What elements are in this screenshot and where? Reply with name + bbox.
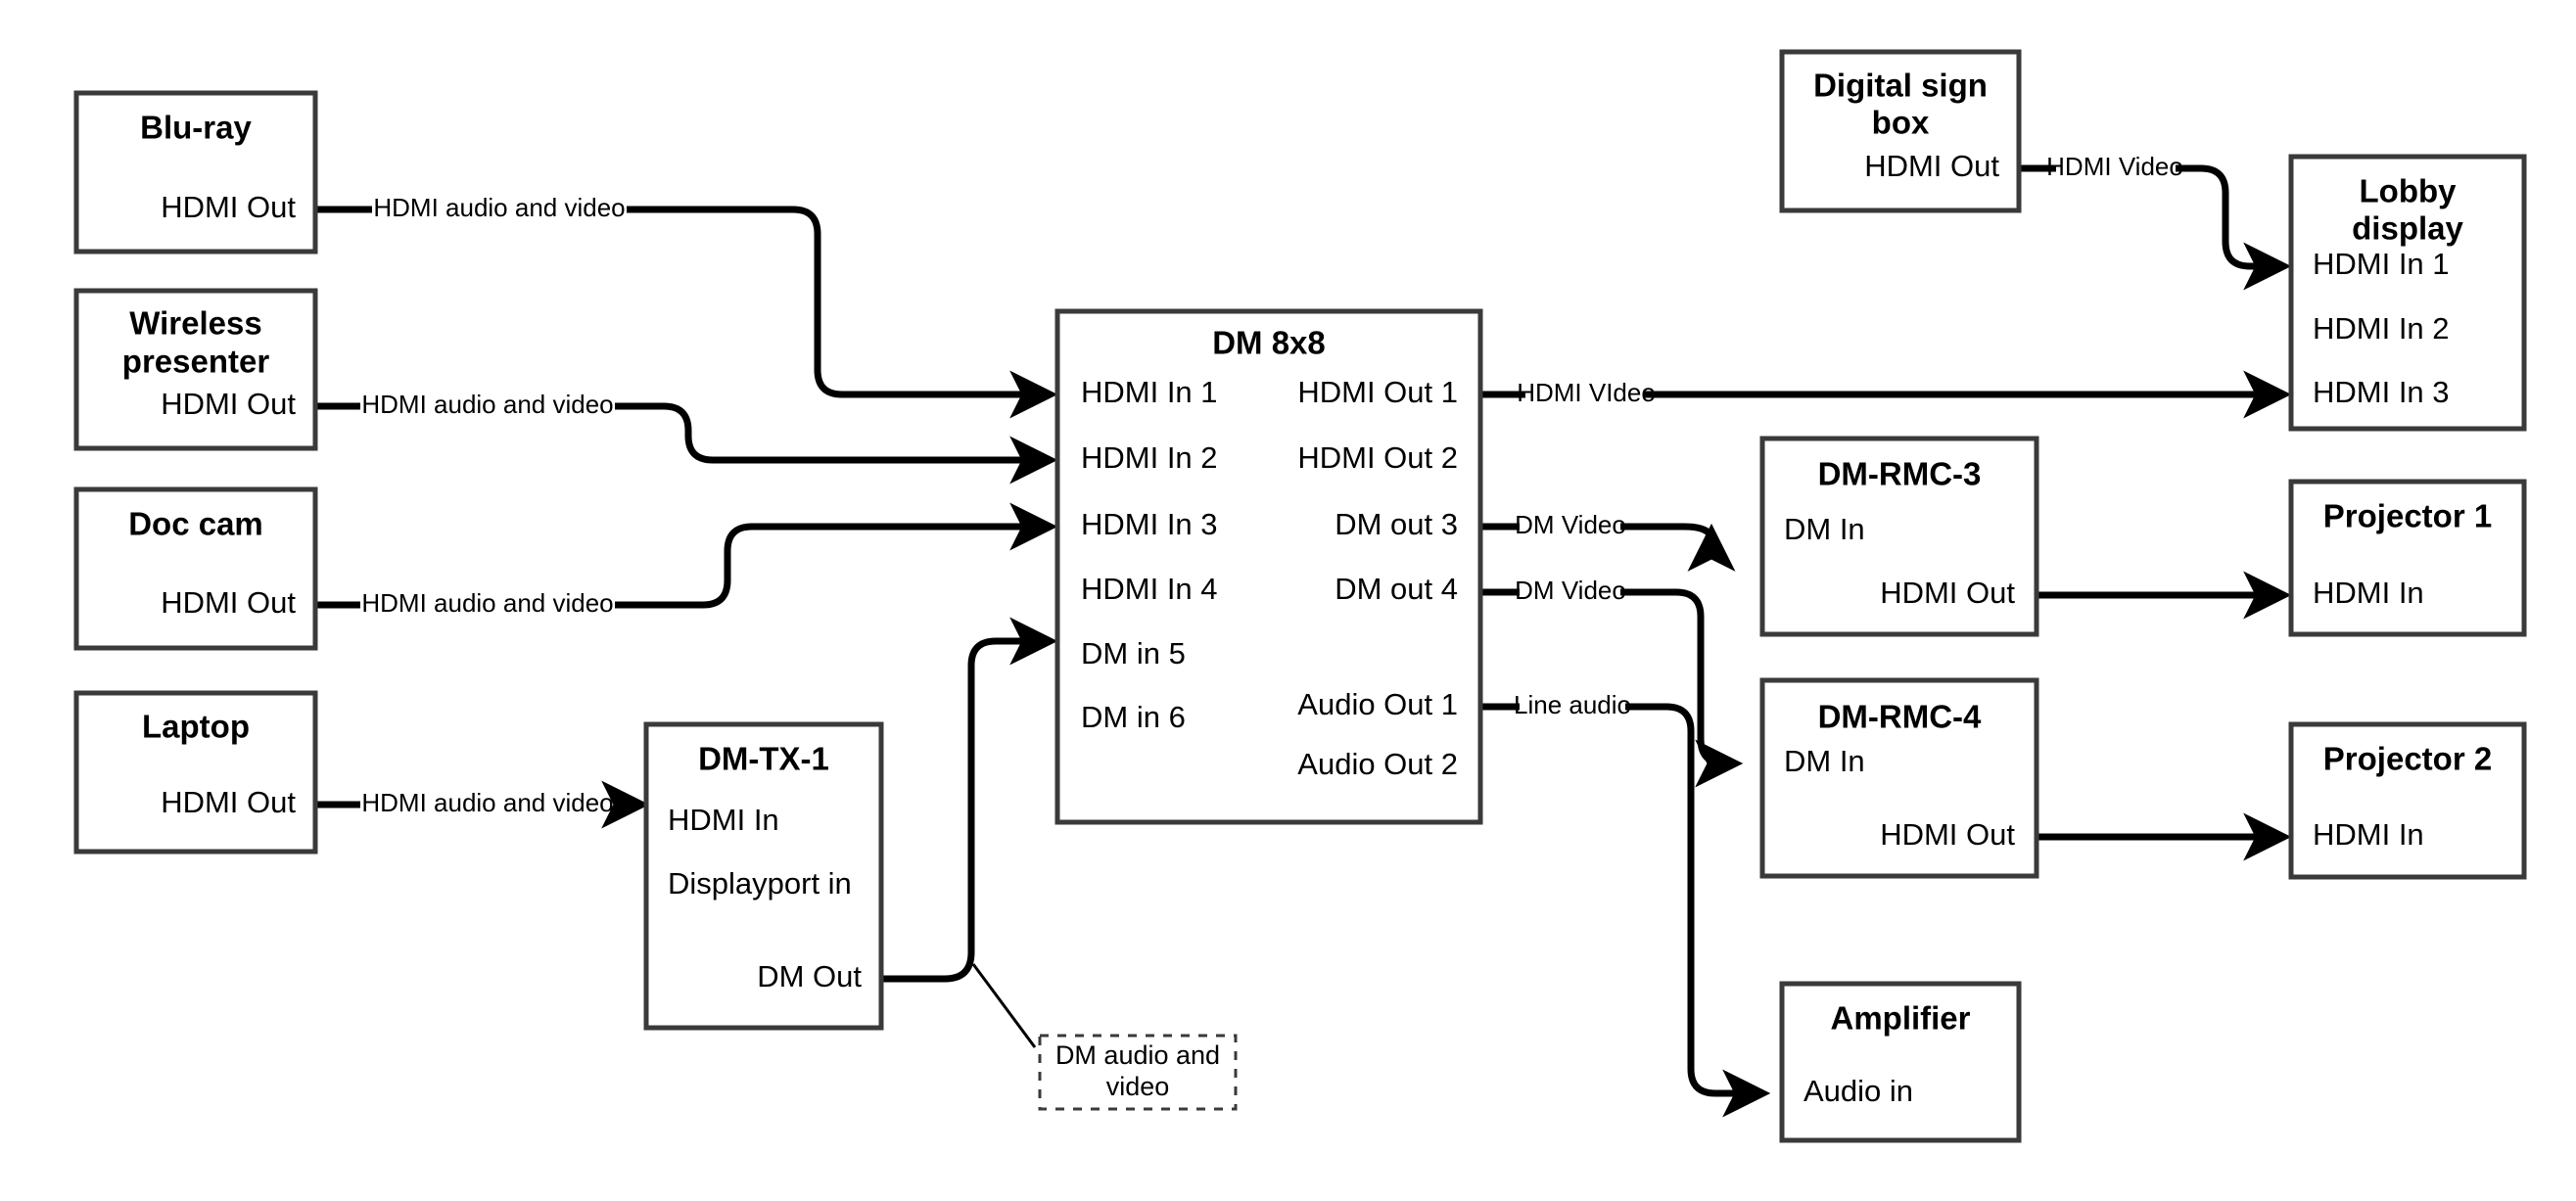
note-dm-audio-video-line-1: DM audio and (1055, 1040, 1220, 1070)
edge-bluray-to-dm8x8: HDMI audio and video (315, 193, 1058, 419)
dm-tx-1-title: DM-TX-1 (698, 741, 829, 777)
projector-1-port-hdmi-in: HDMI In (2313, 576, 2424, 610)
edge-label-dm-video-4: DM Video (1515, 576, 1626, 605)
dm-8x8-title: DM 8x8 (1212, 325, 1326, 361)
note-dm-audio-and-video: DM audio and video (1038, 1034, 1238, 1111)
node-dm-rmc-3[interactable]: DM-RMC-3 DM In HDMI Out (1759, 436, 2039, 637)
projector-2-box[interactable] (2288, 721, 2527, 880)
dm-8x8-port-hdmi-in-2: HDMI In 2 (1081, 440, 1218, 475)
digital-sign-box-box[interactable] (1779, 49, 2022, 213)
lobby-display-port-hdmi-in-1: HDMI In 1 (2313, 247, 2450, 281)
node-blu-ray[interactable]: Blu-ray HDMI Out (73, 90, 318, 254)
edge-label-line-audio: Line audio (1514, 690, 1631, 719)
node-amplifier[interactable]: Amplifier Audio in (1779, 981, 2022, 1143)
dm-8x8-port-audio-out-1: Audio Out 1 (1297, 687, 1458, 721)
wireless-presenter-title-line-1: Wireless (129, 305, 261, 342)
node-dm-rmc-4[interactable]: DM-RMC-4 DM In HDMI Out (1759, 677, 2039, 879)
node-dm-8x8[interactable]: DM 8x8 HDMI In 1 HDMI In 2 HDMI In 3 HDM… (1054, 308, 1483, 825)
edge-dm8x8-to-lobby: HDMI VIdeo (1480, 370, 2292, 419)
edge-label-dsb-hdmi-video: HDMI Video (2046, 152, 2183, 181)
dm-rmc-3-port-dm-in: DM In (1784, 512, 1865, 546)
dm-8x8-port-dm-out-3: DM out 3 (1335, 507, 1458, 541)
note-dm-audio-video-line-2: video (1106, 1072, 1170, 1101)
lobby-display-title-line-1: Lobby (2360, 173, 2458, 209)
edge-doccam-to-dm8x8: HDMI audio and video (315, 502, 1058, 618)
node-doc-cam[interactable]: Doc cam HDMI Out (73, 486, 318, 651)
digital-sign-box-title-line-2: box (1872, 105, 1930, 141)
node-digital-sign-box[interactable]: Digital sign box HDMI Out (1779, 49, 2022, 213)
amplifier-port-audio-in: Audio in (1803, 1074, 1913, 1108)
dm-8x8-port-dm-out-4: DM out 4 (1335, 572, 1458, 606)
laptop-title: Laptop (142, 709, 250, 745)
node-dm-tx-1[interactable]: DM-TX-1 HDMI In Displayport in DM Out (643, 721, 884, 1031)
dm-8x8-port-hdmi-out-1: HDMI Out 1 (1297, 375, 1458, 409)
projector-1-title: Projector 1 (2323, 498, 2492, 534)
dm-8x8-port-hdmi-in-3: HDMI In 3 (1081, 507, 1218, 541)
edge-dm8x8-to-rmc4: DM Video (1480, 576, 1744, 788)
dm-8x8-box[interactable] (1054, 308, 1483, 825)
edge-label-laptop: HDMI audio and video (361, 788, 613, 817)
projector-1-box[interactable] (2288, 479, 2527, 637)
dm-rmc-3-port-hdmi-out: HDMI Out (1880, 576, 2015, 610)
dm-tx-1-port-dm-out: DM Out (757, 959, 862, 993)
callout-leader-dm-audio-video (971, 963, 1037, 1048)
dm-rmc-4-title: DM-RMC-4 (1818, 699, 1982, 735)
note-dm-audio-video-box (1038, 1034, 1238, 1111)
blu-ray-port-hdmi-out: HDMI Out (161, 190, 296, 224)
digital-sign-box-title-line-1: Digital sign (1813, 68, 1988, 104)
edge-dmtx-to-dm8x8 (881, 617, 1058, 983)
node-projector-1[interactable]: Projector 1 HDMI In (2288, 479, 2527, 637)
edge-dm8x8-to-amplifier: Line audio (1480, 690, 1771, 1118)
wireless-presenter-title-line-2: presenter (122, 344, 270, 380)
dm-rmc-4-box[interactable] (1759, 677, 2039, 879)
dm-rmc-4-port-dm-in: DM In (1784, 744, 1865, 778)
dm-rmc-3-box[interactable] (1759, 436, 2039, 637)
dm-8x8-port-hdmi-out-2: HDMI Out 2 (1297, 440, 1458, 475)
edge-laptop-to-dmtx: HDMI audio and video (315, 780, 650, 829)
amplifier-title: Amplifier (1830, 1000, 1970, 1037)
edge-label-hdmi-video-out1: HDMI VIdeo (1517, 378, 1656, 407)
node-projector-2[interactable]: Projector 2 HDMI In (2288, 721, 2527, 880)
lobby-display-box[interactable] (2288, 154, 2527, 432)
blu-ray-title: Blu-ray (140, 110, 252, 146)
edge-label-wireless: HDMI audio and video (361, 390, 613, 419)
amplifier-box[interactable] (1779, 981, 2022, 1143)
dm-8x8-port-dm-in-6: DM in 6 (1081, 700, 1186, 734)
edge-label-doccam: HDMI audio and video (361, 588, 613, 618)
laptop-port-hdmi-out: HDMI Out (161, 785, 296, 819)
node-laptop[interactable]: Laptop HDMI Out (73, 690, 318, 855)
wireless-presenter-box[interactable] (73, 288, 318, 451)
dm-tx-1-port-hdmi-in: HDMI In (668, 803, 779, 837)
dm-rmc-3-title: DM-RMC-3 (1818, 456, 1982, 492)
dm-8x8-port-hdmi-in-1: HDMI In 1 (1081, 375, 1218, 409)
edge-dsb-to-lobby: HDMI Video (2019, 152, 2292, 291)
node-lobby-display[interactable]: Lobby display HDMI In 1 HDMI In 2 HDMI I… (2288, 154, 2527, 432)
lobby-display-title-line-2: display (2352, 210, 2463, 247)
dm-rmc-4-port-hdmi-out: HDMI Out (1880, 817, 2015, 852)
projector-2-title: Projector 2 (2323, 741, 2492, 777)
edge-label-bluray: HDMI audio and video (373, 193, 625, 222)
wireless-presenter-port-hdmi-out: HDMI Out (161, 387, 296, 421)
dm-8x8-port-dm-in-5: DM in 5 (1081, 636, 1186, 670)
edge-wireless-to-dm8x8: HDMI audio and video (315, 390, 1058, 485)
edge-dm8x8-to-rmc3: DM Video (1480, 510, 1736, 572)
lobby-display-port-hdmi-in-3: HDMI In 3 (2313, 375, 2450, 409)
dm-tx-1-port-displayport-in: Displayport in (668, 866, 852, 901)
lobby-display-port-hdmi-in-2: HDMI In 2 (2313, 311, 2450, 346)
projector-2-port-hdmi-in: HDMI In (2313, 817, 2424, 852)
dm-8x8-port-audio-out-2: Audio Out 2 (1297, 747, 1458, 781)
laptop-box[interactable] (73, 690, 318, 855)
dm-8x8-port-hdmi-in-4: HDMI In 4 (1081, 572, 1218, 606)
doc-cam-box[interactable] (73, 486, 318, 651)
blu-ray-box[interactable] (73, 90, 318, 254)
edge-label-dm-video-3: DM Video (1515, 510, 1626, 539)
dm-tx-1-box[interactable] (643, 721, 884, 1031)
doc-cam-port-hdmi-out: HDMI Out (161, 585, 296, 620)
doc-cam-title: Doc cam (128, 506, 263, 542)
digital-sign-box-port-hdmi-out: HDMI Out (1864, 149, 1999, 183)
node-wireless-presenter[interactable]: Wireless presenter HDMI Out (73, 288, 318, 451)
